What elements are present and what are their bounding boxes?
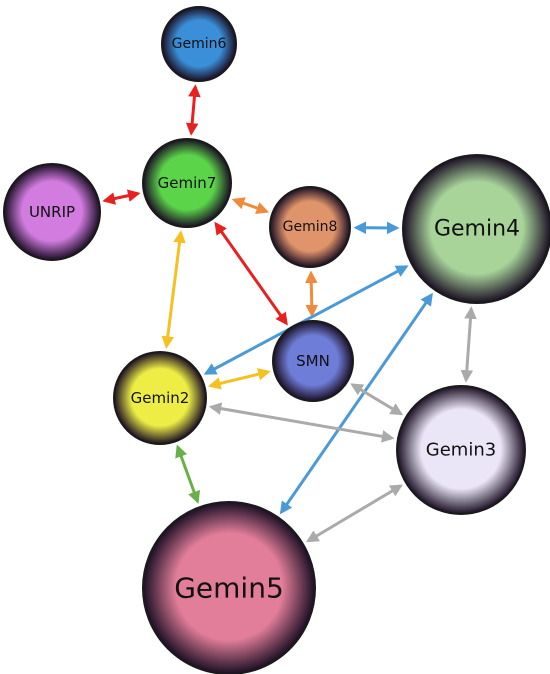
edge-gemin6-gemin7: [185, 84, 201, 136]
node-label-gemin2: Gemin2: [131, 389, 190, 407]
edge-gemin5-gemin3: [305, 484, 403, 543]
node-circle-unrip: [3, 163, 101, 261]
node-gemin2: Gemin2: [113, 351, 207, 445]
node-circle-gemin6: [161, 6, 237, 82]
node-gemin3: Gemin3: [396, 385, 526, 515]
node-label-smn: SMN: [296, 352, 330, 370]
node-circle-gemin8: [269, 186, 351, 268]
edge-gemin2-gemin5: [175, 444, 201, 504]
node-circle-gemin5: [142, 501, 316, 674]
edge-gemin8-smn: [304, 270, 319, 318]
edge-unrip-gemin7: [102, 189, 141, 205]
edge-gemin4-gemin3: [460, 306, 477, 383]
node-circle-gemin7: [142, 138, 232, 228]
node-gemin8: Gemin8: [269, 186, 351, 268]
node-gemin7: Gemin7: [142, 138, 232, 228]
node-label-gemin7: Gemin7: [158, 174, 217, 192]
edge-gemin7-gemin2: [161, 230, 186, 349]
node-circle-smn: [272, 320, 354, 402]
edge-gemin7-gemin8: [231, 197, 270, 215]
node-gemin4: Gemin4: [402, 154, 550, 304]
node-circle-gemin4: [402, 154, 550, 304]
node-smn: SMN: [272, 320, 354, 402]
node-gemin5: Gemin5: [142, 501, 316, 674]
node-gemin6: Gemin6: [161, 6, 237, 82]
edge-gemin2-gemin3: [208, 402, 395, 443]
node-unrip: UNRIP: [3, 163, 101, 261]
node-circle-gemin2: [113, 351, 207, 445]
edges-layer: [102, 84, 477, 543]
node-circle-gemin3: [396, 385, 526, 515]
node-label-gemin3: Gemin3: [426, 440, 496, 461]
node-label-gemin8: Gemin8: [283, 219, 338, 235]
edge-gemin2-smn: [208, 368, 271, 390]
node-label-gemin6: Gemin6: [172, 36, 227, 52]
node-label-gemin4: Gemin4: [434, 217, 520, 242]
node-label-gemin5: Gemin5: [174, 572, 284, 605]
node-label-unrip: UNRIP: [29, 203, 75, 221]
